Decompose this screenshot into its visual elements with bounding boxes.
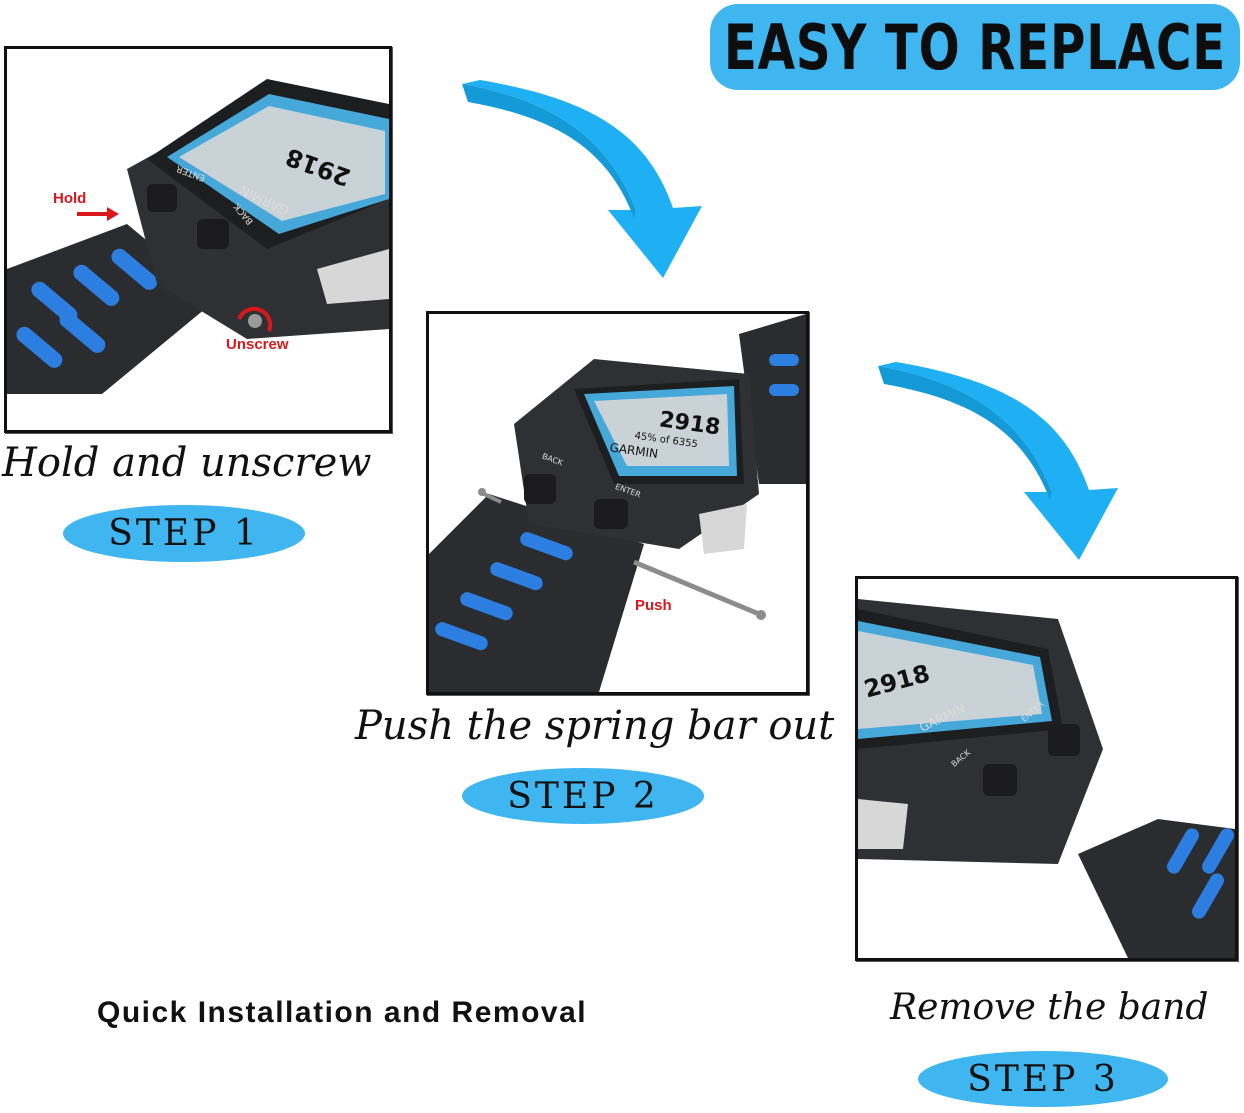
band-blue-slots — [1167, 828, 1234, 919]
curved-arrow-icon — [462, 80, 702, 278]
step3-badge: STEP 3 — [918, 1051, 1168, 1107]
band-blue-slots — [435, 532, 573, 651]
banner-title: EASY TO REPLACE — [723, 10, 1227, 84]
step1-badge-label: STEP 1 — [108, 513, 260, 554]
step1-photo: 2918 GARMIN ENTER BACK Hold Unscrew — [4, 46, 392, 433]
spring-bar-icon — [633, 559, 760, 617]
watch-brand: GARMIN — [609, 440, 659, 461]
step3-watch-illustration: 2918 GARMIN BACK ENTER — [858, 579, 1235, 958]
tagline: Quick Installation and Removal — [97, 996, 588, 1029]
watch-grip — [858, 799, 908, 849]
step2-caption: Push the spring bar out — [355, 703, 835, 749]
watch-screen — [179, 106, 385, 221]
watch-grip — [317, 249, 389, 304]
watch-screen — [858, 631, 1042, 729]
back-button-icon — [524, 474, 556, 504]
enter-button-icon — [147, 184, 177, 212]
step2-badge: STEP 2 — [462, 768, 704, 824]
step1-caption: Hold and unscrew — [2, 440, 372, 486]
back-button-icon — [983, 764, 1017, 796]
step3-caption: Remove the band — [890, 987, 1209, 1028]
step2-watch-illustration: 2918 45% of 6355 GARMIN BACK ENTER Push — [429, 314, 806, 692]
step2-badge-label: STEP 2 — [507, 775, 659, 817]
watch-grip — [699, 504, 747, 554]
unscrew-arrow-icon — [237, 306, 273, 332]
band-blue-slots — [16, 248, 158, 368]
enter-button-icon — [594, 499, 628, 529]
hold-label: Hold — [53, 190, 86, 207]
curved-arrow-icon — [878, 362, 1118, 560]
enter-button-icon — [1048, 724, 1080, 756]
step1-badge: STEP 1 — [63, 505, 305, 562]
step2-photo: 2918 45% of 6355 GARMIN BACK ENTER Push — [426, 311, 809, 695]
step3-photo: 2918 GARMIN BACK ENTER — [855, 576, 1238, 961]
step3-badge-label: STEP 3 — [967, 1058, 1119, 1100]
screw-icon — [248, 314, 262, 328]
watch-screen — [594, 394, 729, 466]
removed-band — [1078, 819, 1235, 958]
easy-to-replace-banner: EASY TO REPLACE — [710, 4, 1240, 90]
unscrew-label: Unscrew — [226, 336, 289, 353]
back-button-icon — [197, 219, 229, 249]
push-label: Push — [635, 597, 672, 614]
step1-watch-illustration: 2918 GARMIN ENTER BACK Hold Unscrew — [7, 49, 389, 430]
